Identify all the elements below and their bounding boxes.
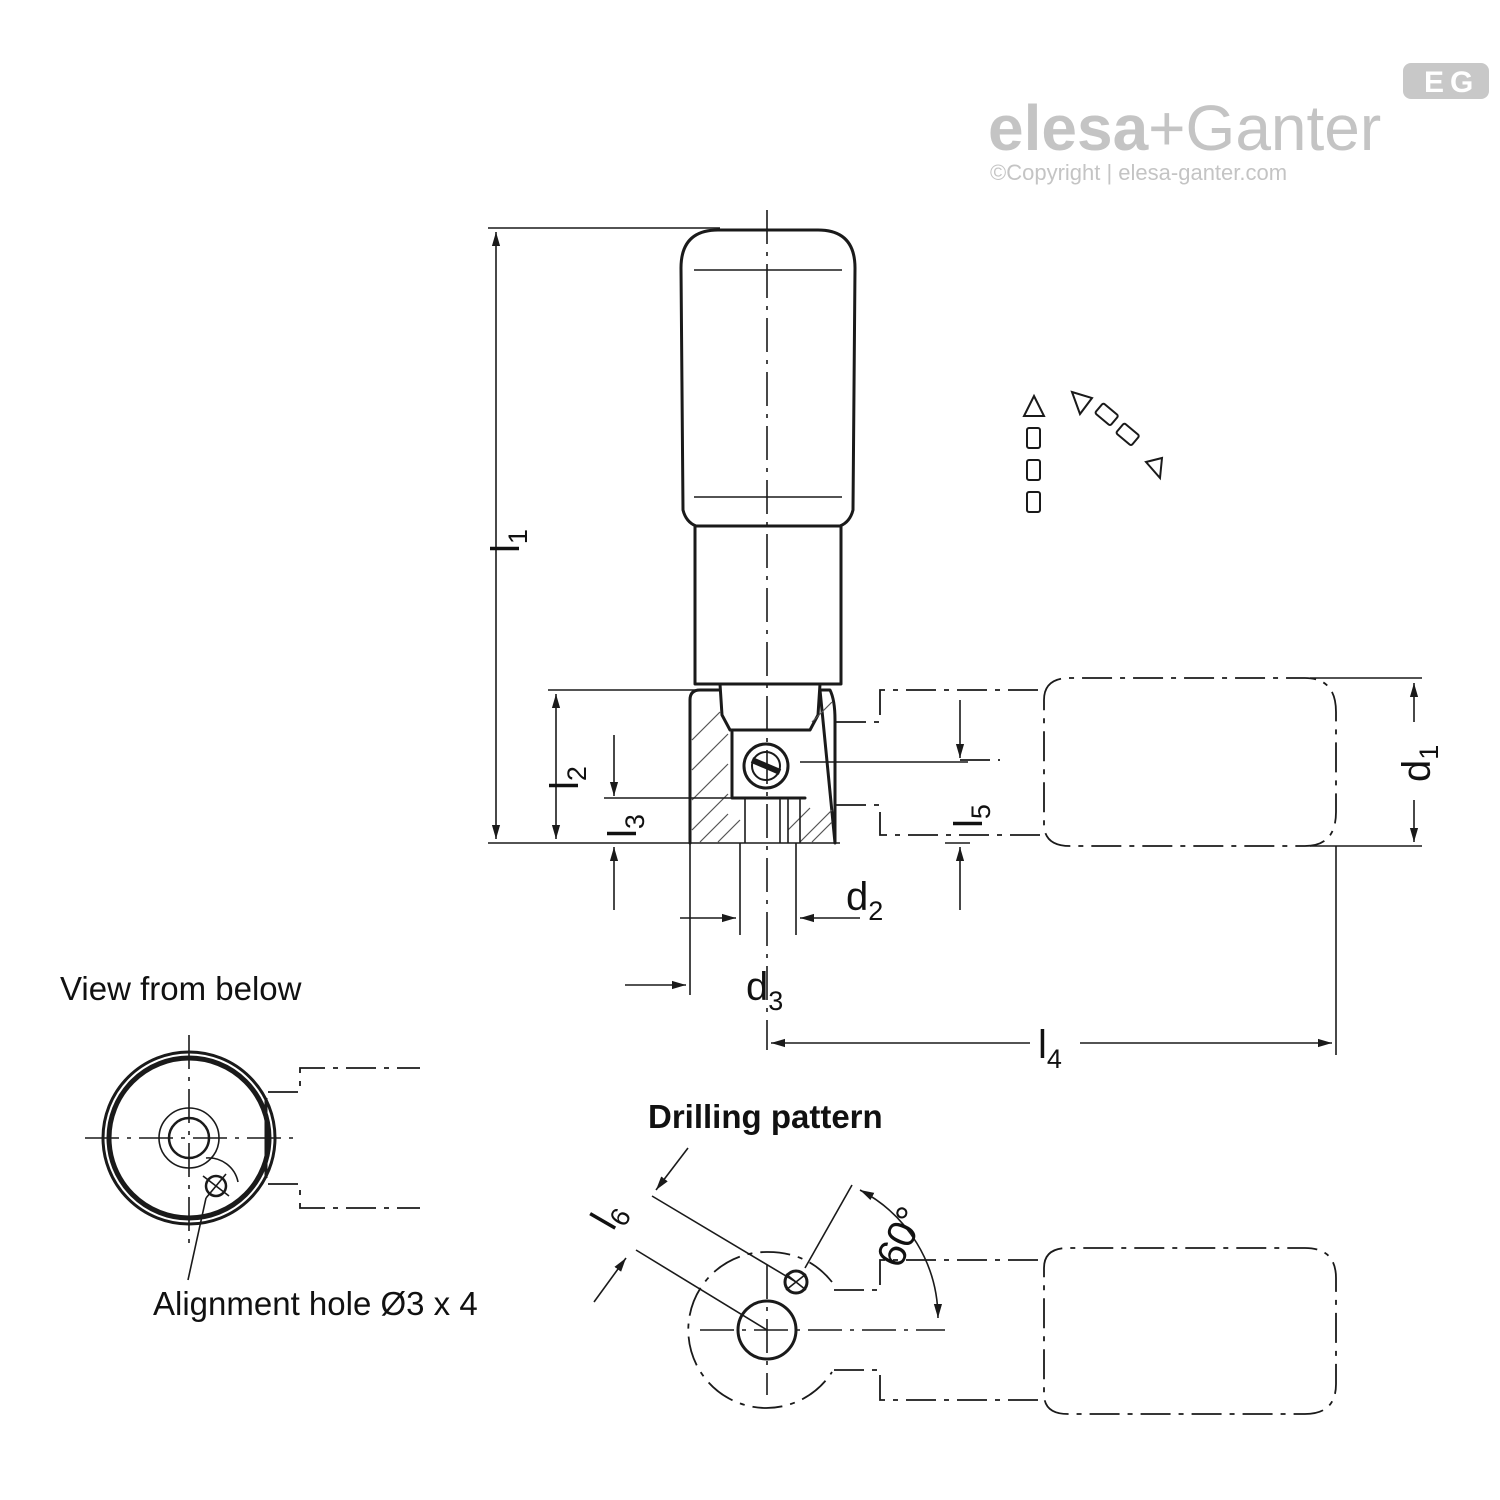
- view-from-below: [85, 1035, 420, 1281]
- dim-d2: d2: [846, 875, 883, 926]
- dim-angle-60: 60°: [868, 1200, 933, 1273]
- brand-logo: E G elesa+Ganter ©Copyright | elesa-gant…: [988, 63, 1489, 185]
- handle-shank: [693, 524, 843, 686]
- dim-l2: l2: [543, 766, 592, 790]
- drilling-pattern: [593, 1147, 1337, 1415]
- dim-l1: l1: [484, 529, 533, 553]
- dimensions-side: [488, 227, 1419, 1055]
- drilling-pattern-label: Drilling pattern: [648, 1098, 883, 1135]
- handle-grip: [679, 228, 857, 528]
- logo-plus: +: [1148, 92, 1185, 164]
- svg-text:E: E: [1424, 66, 1444, 99]
- dim-l3: l3: [601, 814, 650, 838]
- alignment-hole-label: Alignment hole Ø3 x 4: [153, 1285, 478, 1322]
- svg-text:G: G: [1450, 66, 1473, 99]
- logo-ganter: Ganter: [1186, 92, 1382, 164]
- rotation-positions-icon: [1022, 390, 1164, 513]
- copyright-text: ©Copyright | elesa-ganter.com: [990, 160, 1287, 185]
- handle-neck: [718, 682, 822, 732]
- eg-badge-logo: E G: [1403, 63, 1489, 99]
- side-view: [488, 210, 857, 1050]
- logo-elesa: elesa: [988, 92, 1149, 164]
- dim-d3: d3: [746, 965, 783, 1016]
- hub-hatching: [691, 701, 833, 843]
- phantom-handle-rotated: [836, 677, 1422, 847]
- svg-text:elesa+Ganter: elesa+Ganter: [988, 92, 1381, 164]
- dim-l4: l4: [1038, 1023, 1062, 1074]
- dim-d1: d1: [1395, 745, 1444, 782]
- view-from-below-label: View from below: [60, 970, 302, 1007]
- set-screw: [742, 742, 790, 790]
- dim-l6: l6: [583, 1194, 637, 1239]
- dim-l5: l5: [947, 804, 996, 828]
